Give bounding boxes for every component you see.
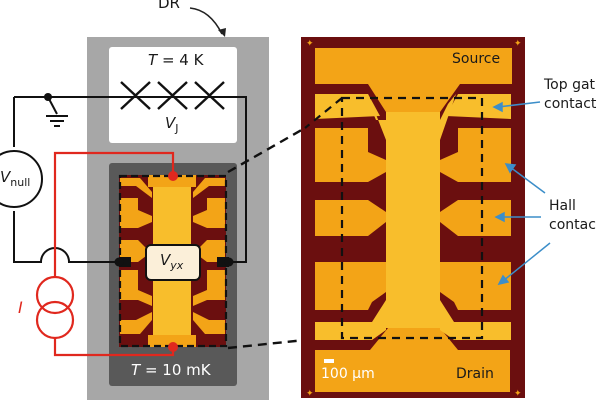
left-contact-dot	[114, 257, 124, 267]
scale-bar-label: 100 µm	[321, 366, 375, 382]
vyx-main: V	[160, 251, 171, 269]
annotation-arrows	[492, 101, 551, 286]
top-gate-label: Top gat contact	[544, 76, 596, 114]
left-contact-node	[119, 257, 131, 267]
black-wires	[13, 96, 247, 263]
top-gate-line2: contact	[544, 96, 597, 112]
vnull-voltmeter	[0, 150, 43, 208]
t-10mk-label: T = 10 mK	[131, 361, 211, 379]
vnull-label: Vnull	[0, 168, 31, 189]
t-4k-value: = 4 K	[157, 51, 204, 69]
right-contact-dot	[224, 257, 234, 267]
svg-text:✦: ✦	[306, 39, 314, 49]
zoom-guide-lines	[227, 126, 306, 350]
dr-arrowhead	[218, 28, 226, 37]
vyx-box	[145, 244, 201, 281]
svg-text:✦: ✦	[514, 389, 522, 399]
dr-arrow	[189, 7, 223, 35]
hall-line2: contac	[549, 217, 596, 233]
device-micrograph: ✦ ✦ ✦ ✦	[301, 37, 525, 399]
source-pad	[315, 48, 512, 84]
vnull-sub: null	[10, 176, 31, 189]
svg-text:✦: ✦	[306, 389, 314, 399]
ground-node	[44, 93, 52, 101]
vj-sub: J	[175, 122, 179, 135]
right-contact-node	[217, 257, 229, 267]
vj-main: V	[165, 114, 176, 132]
josephson-array-icon	[120, 81, 225, 110]
current-top-node	[168, 171, 178, 181]
vyx-label: Vyx	[160, 251, 184, 272]
drain-pad	[315, 350, 510, 392]
vnull-main: V	[0, 168, 11, 186]
t-4k-var: T	[148, 51, 158, 69]
current-label: I	[18, 298, 23, 317]
t-4k-label: T = 4 K	[148, 51, 203, 69]
current-bottom-node	[168, 342, 178, 352]
top-gate-line1: Top gat	[544, 77, 596, 93]
hall-line1: Hall	[549, 198, 576, 214]
t-10mk-var: T	[131, 361, 141, 379]
dr-label: DR	[158, 0, 180, 12]
channel	[386, 112, 440, 328]
scale-bar	[324, 359, 334, 363]
vyx-sub: yx	[170, 259, 184, 272]
hall-label: Hall contac	[549, 197, 596, 235]
source-label: Source	[452, 51, 501, 67]
vj-label: VJ	[165, 114, 179, 135]
drain-label: Drain	[456, 366, 494, 382]
t-10mk-value: = 10 mK	[140, 361, 211, 379]
svg-text:✦: ✦	[514, 39, 522, 49]
